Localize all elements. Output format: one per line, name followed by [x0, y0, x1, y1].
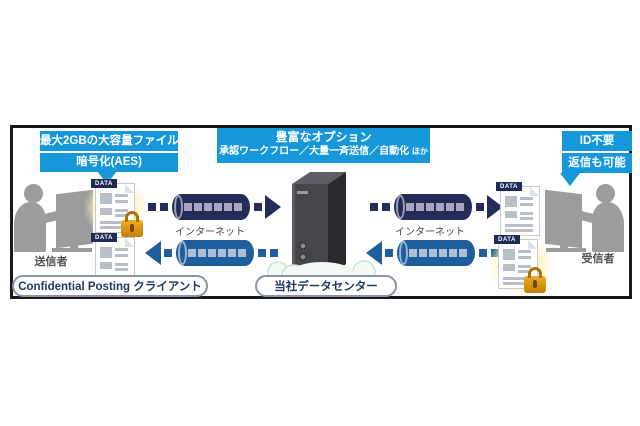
- vpn-tunnel-upper-left: [146, 194, 281, 220]
- callout-right-line2: 返信も可能: [562, 153, 632, 173]
- encrypted-file-icon: DATA: [494, 235, 546, 293]
- arrow-left-icon: [366, 241, 382, 265]
- internet-label-left: インターネット: [175, 227, 245, 238]
- lock-icon: [121, 211, 143, 237]
- arrow-right-icon: [265, 195, 281, 219]
- arrow-left-icon: [145, 241, 161, 265]
- receiver-label: 受信者: [581, 253, 615, 265]
- callout-center: 豊富なオプション 承認ワークフロー／大量一斉送信／自動化 ほか: [217, 128, 430, 163]
- callout-center-subtitle: 承認ワークフロー／大量一斉送信／自動化 ほか: [219, 146, 428, 157]
- person-body: [14, 202, 46, 252]
- server-tower-icon: [292, 172, 346, 278]
- callout-right-pointer-icon: [560, 173, 580, 186]
- monitor-icon: [545, 189, 582, 249]
- person-head: [24, 184, 43, 203]
- person-body: [592, 202, 624, 252]
- encrypted-file-icon: DATA: [91, 179, 143, 237]
- callout-center-title: 豊富なオプション: [275, 130, 372, 144]
- arrow-right-icon: [487, 195, 503, 219]
- tunnel-pipe-icon: [176, 240, 254, 266]
- monitor-stand: [70, 243, 78, 250]
- data-tag: DATA: [496, 182, 522, 191]
- datacenter-scope-pill: 当社データセンター: [255, 275, 397, 297]
- data-tag: DATA: [91, 233, 117, 242]
- tunnel-pipe-icon: [394, 194, 472, 220]
- person-head: [596, 184, 615, 203]
- monitor-base: [52, 248, 92, 252]
- data-tag: DATA: [91, 179, 117, 188]
- tunnel-pipe-icon: [172, 194, 250, 220]
- sender-label: 送信者: [34, 256, 68, 268]
- vpn-tunnel-lower-left: [145, 240, 280, 266]
- vpn-tunnel-lower-right: [366, 240, 501, 266]
- lock-icon: [524, 267, 546, 293]
- data-tag: DATA: [494, 235, 520, 244]
- callout-left-line2: 暗号化(AES): [40, 153, 178, 172]
- client-scope-pill: Confidential Posting クライアント: [12, 275, 208, 297]
- vpn-tunnel-upper-right: [368, 194, 503, 220]
- callout-right-line1: ID不要: [562, 131, 632, 151]
- callout-left-line1: 最大2GBの大容量ファイル: [40, 131, 178, 151]
- monitor-base: [546, 248, 586, 252]
- file-icon: DATA: [496, 182, 540, 236]
- file-content: [501, 187, 539, 235]
- callout-center-note: ほか: [411, 147, 428, 156]
- monitor-stand: [560, 243, 568, 250]
- internet-label-right: インターネット: [395, 227, 465, 238]
- tunnel-pipe-icon: [397, 240, 475, 266]
